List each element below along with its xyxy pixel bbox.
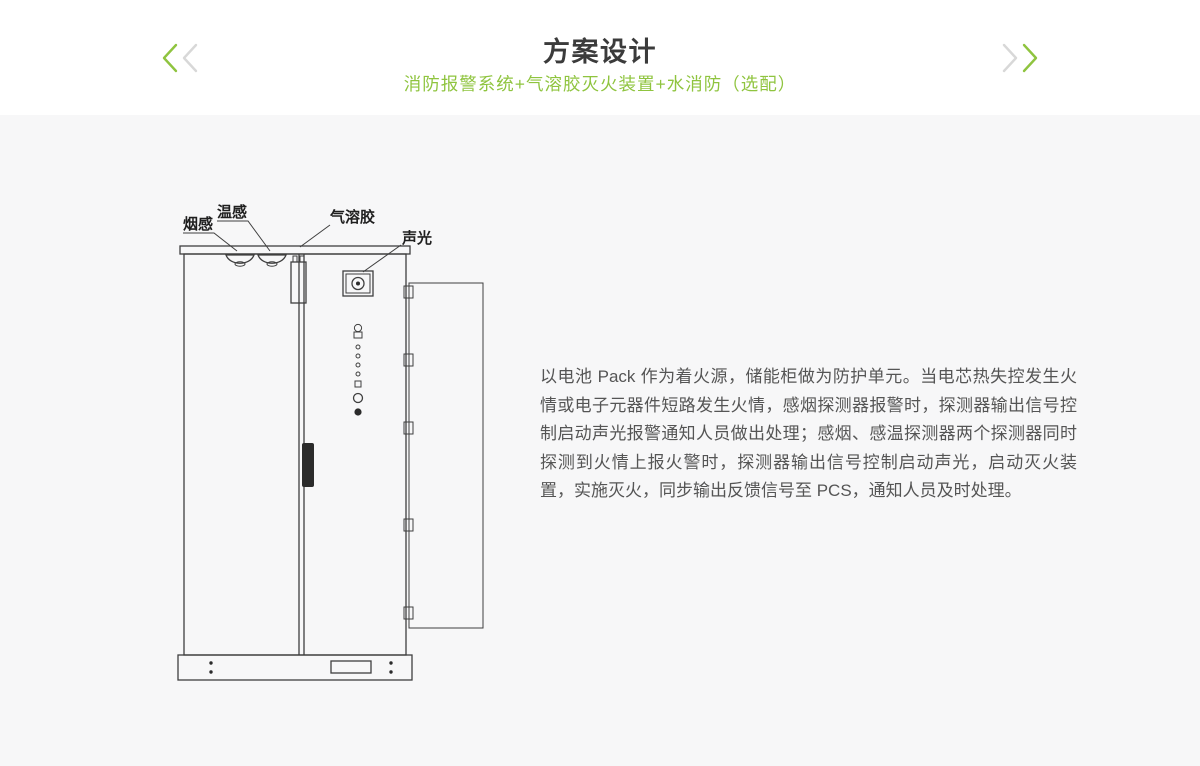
temp-detector: [257, 254, 287, 267]
label-temp-sensor: 温感: [217, 203, 247, 221]
aerosol-device: [290, 255, 307, 304]
label-aerosol: 气溶胶: [329, 208, 375, 226]
cabinet-open-door: [408, 282, 484, 629]
door-handle: [302, 443, 314, 487]
chevron-right-icon: [1002, 43, 1038, 73]
door-hinges: [403, 285, 414, 620]
label-smoke-sensor: 烟感: [183, 215, 213, 233]
cabinet-diagram: 烟感 温感 气溶胶 声光: [150, 180, 510, 700]
carousel-next-button[interactable]: [996, 42, 1040, 74]
cabinet-base: [177, 654, 413, 681]
cabinet-body: [179, 245, 411, 656]
header: 方案设计 消防报警系统+气溶胶灭火装置+水消防（选配）: [0, 0, 1200, 115]
page-subtitle: 消防报警系统+气溶胶灭火装置+水消防（选配）: [403, 74, 797, 94]
control-panel-strip: [352, 323, 364, 416]
carousel-prev-button[interactable]: [160, 42, 204, 74]
smoke-detector: [225, 254, 255, 267]
chevron-left-icon: [162, 43, 198, 73]
label-sound-light: 声光: [401, 229, 432, 247]
page-title: 方案设计: [543, 37, 657, 67]
sound-light-alarm: [342, 270, 374, 297]
leader-lines: [183, 220, 402, 273]
content-section: 烟感 温感 气溶胶 声光 以电池 Pack 作为着火源，储能柜做为防护单元。当电…: [0, 115, 1200, 766]
scheme-description: 以电池 Pack 作为着火源，储能柜做为防护单元。当电芯热失控发生火情或电子元器…: [540, 367, 1077, 501]
